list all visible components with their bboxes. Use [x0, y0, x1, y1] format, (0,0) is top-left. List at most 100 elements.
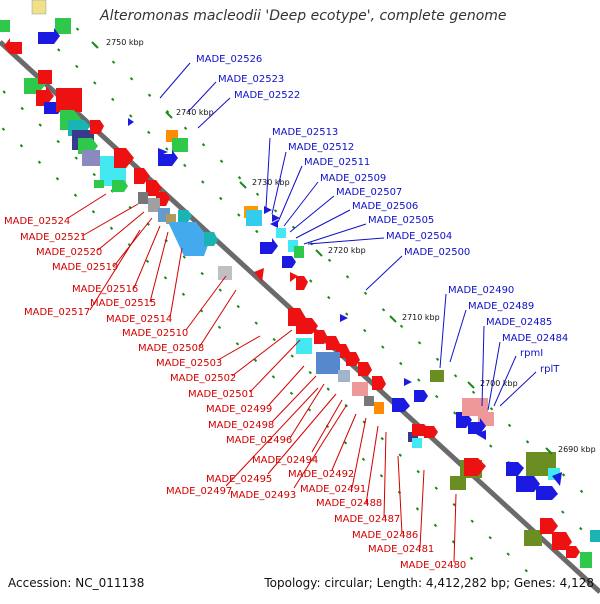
gene-label: MADE_02489	[468, 301, 534, 312]
tick-label: 2740 kbp	[176, 108, 214, 117]
gene-label: MADE_02480	[400, 560, 466, 571]
gene-label: MADE_02495	[206, 474, 272, 485]
minor-tick	[236, 304, 240, 309]
minor-tick	[163, 276, 168, 280]
gene-feature	[218, 266, 232, 280]
tick-mark	[91, 41, 99, 49]
minor-tick	[435, 357, 440, 362]
minor-tick	[289, 391, 294, 396]
minor-tick	[453, 374, 458, 378]
gene-feature	[56, 88, 82, 112]
tick-label: 2720 kbp	[328, 246, 366, 255]
gene-label: MADE_02486	[352, 530, 418, 541]
gene-label: MADE_02515	[90, 298, 156, 309]
minor-tick	[147, 130, 151, 135]
gene-features	[0, 0, 600, 568]
minor-tick	[147, 93, 152, 97]
minor-tick	[433, 523, 438, 528]
gene-feature	[476, 430, 486, 440]
gene-label: MADE_02507	[336, 187, 402, 198]
minor-tick	[471, 390, 476, 395]
minor-tick	[579, 526, 583, 531]
gene-feature	[374, 402, 384, 414]
minor-tick	[165, 110, 170, 114]
gene-feature	[524, 530, 542, 546]
minor-tick	[469, 556, 474, 561]
gene-feature	[90, 120, 104, 134]
gene-feature	[276, 228, 286, 238]
minor-tick	[506, 552, 510, 556]
gene-feature	[272, 214, 280, 222]
gene-feature	[168, 222, 210, 256]
minor-tick	[55, 177, 60, 181]
gene-label: MADE_02522	[234, 90, 300, 101]
gene-feature	[36, 86, 54, 106]
gene-feature	[296, 338, 312, 354]
tick-mark	[467, 381, 475, 389]
minor-tick	[507, 423, 512, 428]
minor-tick	[344, 403, 348, 408]
label-leader	[289, 383, 325, 439]
minor-tick	[561, 473, 566, 477]
minor-tick	[561, 510, 565, 514]
minor-tick	[237, 176, 242, 180]
gene-feature	[158, 150, 178, 166]
minor-tick	[273, 209, 278, 213]
minor-tick	[417, 341, 422, 345]
label-leader	[217, 335, 261, 361]
gene-feature	[246, 210, 262, 226]
gene-label: MADE_02504	[386, 231, 452, 242]
label-leader	[149, 231, 169, 303]
minor-tick	[57, 48, 61, 52]
label-leader	[133, 225, 161, 289]
gene-feature	[316, 352, 340, 374]
tick-mark	[239, 181, 247, 189]
label-leader	[487, 341, 501, 411]
gene-label: MADE_02491	[300, 484, 366, 495]
gene-label: MADE_02521	[20, 232, 86, 243]
minor-tick	[253, 358, 258, 363]
gene-label: MADE_02484	[502, 333, 568, 344]
gene-feature	[412, 438, 422, 448]
gene-label: MADE_02485	[486, 317, 552, 328]
minor-tick	[75, 64, 79, 69]
gene-label: rpmI	[520, 348, 543, 359]
label-leader	[283, 181, 319, 227]
label-leader	[271, 151, 287, 215]
minor-tick	[309, 279, 313, 283]
minor-tick	[2, 90, 6, 94]
major-ticks: 2750 kbp 2740 kbp 2730 kbp 2720 kbp 2710…	[91, 38, 596, 455]
gene-feature	[94, 180, 104, 188]
minor-tick	[92, 172, 96, 177]
minor-tick	[165, 147, 169, 151]
minor-tick	[272, 337, 276, 342]
label-leader	[169, 247, 183, 319]
minor-tick	[290, 354, 294, 358]
tick-mark	[389, 315, 397, 323]
gene-feature	[114, 148, 134, 168]
gene-feature	[364, 396, 374, 406]
label-leader	[197, 97, 231, 129]
minor-tick	[416, 469, 420, 474]
label-leader	[231, 329, 293, 377]
gene-feature	[414, 390, 428, 402]
gene-feature	[82, 150, 100, 166]
gene-label: MADE_02501	[188, 389, 254, 400]
minor-tick	[145, 259, 150, 263]
label-leader	[365, 425, 379, 505]
gene-feature	[0, 20, 10, 32]
gene-feature	[346, 352, 360, 366]
minor-tick	[579, 489, 584, 494]
gene-feature	[338, 370, 350, 382]
minor-tick	[201, 143, 206, 147]
tick-label: 2700 kbp	[480, 379, 518, 388]
label-leader	[185, 275, 227, 331]
label-leader	[453, 493, 457, 563]
label-leader	[289, 195, 335, 233]
gene-feature	[138, 192, 148, 204]
gene-feature	[166, 214, 176, 224]
gene-feature	[260, 238, 278, 254]
gene-label: MADE_02513	[272, 127, 338, 138]
gene-feature	[4, 38, 22, 54]
label-leader	[351, 417, 367, 489]
